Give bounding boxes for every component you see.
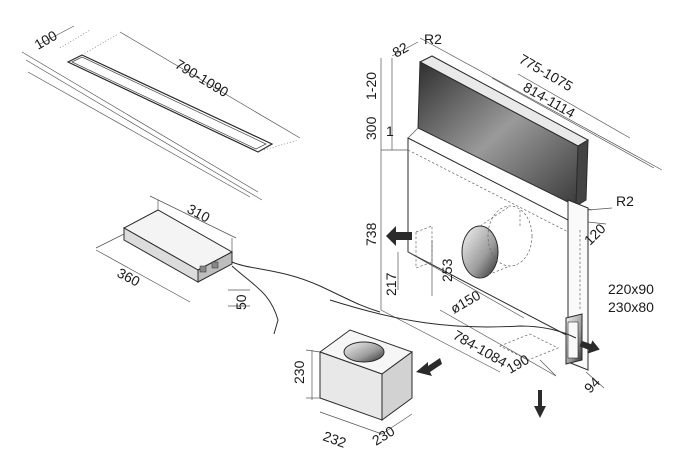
- hood-hole-height-label: 253: [439, 258, 455, 282]
- hood-radius-top-label: R2: [424, 31, 442, 47]
- motor-box-width-label: 232: [321, 428, 349, 451]
- hood-outlet-depth-label: 94: [581, 374, 603, 396]
- hood-visible-height-label: 300: [363, 116, 379, 140]
- hood-rise-label: 1-20: [363, 72, 379, 100]
- hood-hole-base-label: 217: [383, 272, 399, 296]
- transformer-height-label: 50: [233, 294, 249, 310]
- transformer-width-label: 310: [185, 201, 213, 226]
- downdraft-hood: [329, 37, 663, 418]
- hood-outlet-size-a-label: 220x90: [608, 281, 654, 297]
- countertop-slot: [21, 25, 301, 201]
- transformer-box: [95, 195, 381, 335]
- motor-box-height-label: 230: [291, 360, 307, 384]
- hood-gap-label: 1: [386, 123, 394, 139]
- hood-outlet-size-b-label: 230x80: [608, 299, 654, 315]
- hood-body-height-label: 738: [363, 222, 379, 246]
- hood-radius-side-label: R2: [616, 193, 634, 209]
- slot-length-label: 790-1090: [172, 56, 231, 100]
- hood-hole-diameter-label: ø150: [448, 287, 484, 317]
- transformer-length-label: 360: [115, 265, 143, 290]
- hood-top-depth-label: 82: [390, 39, 412, 61]
- motor-box: [305, 329, 442, 435]
- slot-width-label: 100: [32, 27, 60, 53]
